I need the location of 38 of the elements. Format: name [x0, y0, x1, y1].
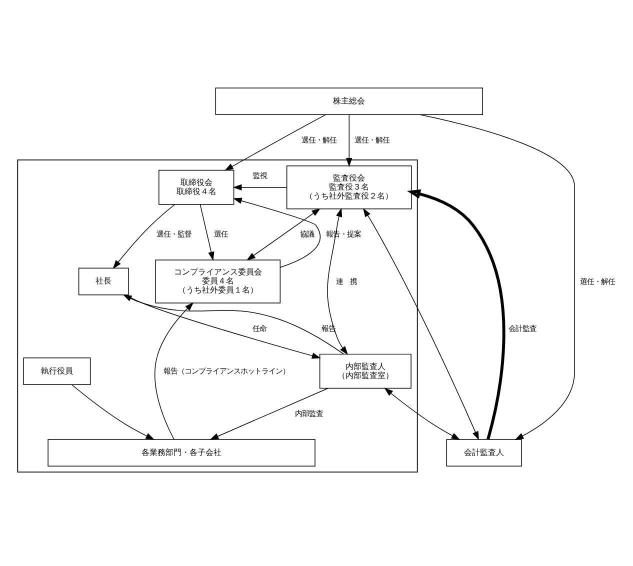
arrow	[346, 114, 352, 167]
edge-label: 協議	[300, 230, 314, 239]
node-box: 取締役会 取締役４名	[158, 170, 234, 205]
cluster	[17, 159, 418, 473]
edge-label: 連 携	[336, 276, 357, 286]
arrow	[112, 204, 176, 269]
arrow	[224, 114, 326, 171]
arrow	[327, 208, 348, 355]
node-box: 内部監査人 （内部監査室）	[319, 354, 412, 389]
arrow	[154, 302, 194, 440]
node-box: 監査役会 監査役３名 （うち社外監査役２名）	[286, 165, 412, 210]
arrow	[210, 388, 328, 440]
edge-label: 選任	[214, 230, 228, 239]
node-box: 執行役員	[23, 358, 91, 385]
arrow	[407, 189, 506, 440]
arrow	[200, 204, 214, 261]
edge-label: 内部監査	[294, 409, 323, 418]
node-box: 各業務部門・各子会社	[48, 439, 316, 467]
arrow	[246, 208, 321, 261]
node-box: 株主総会	[215, 88, 483, 116]
edge-label: 選任・解任	[301, 135, 336, 144]
edge-label: 選任・解任	[354, 135, 390, 144]
edge-label: 報告（コンプライアンスホットライン）	[163, 366, 290, 376]
arrow	[362, 208, 479, 440]
edge-label: 監視	[252, 171, 267, 180]
edge-label: 任命	[252, 324, 267, 333]
arrow	[71, 384, 155, 440]
node-box: コンプライアンス委員会 委員４名 （うち社外委員１名）	[155, 260, 281, 304]
arrow	[232, 184, 288, 190]
arrow	[122, 294, 344, 354]
edge-label: 選任・解任	[580, 276, 616, 286]
arrow	[384, 388, 460, 440]
node-box: 会計監査人	[446, 439, 522, 467]
arrow	[232, 198, 320, 268]
arrow	[420, 114, 575, 440]
node-box: 社長	[78, 268, 129, 296]
edge-label: 選任・監督	[156, 230, 192, 239]
edge-label: 会計監査	[508, 324, 537, 333]
